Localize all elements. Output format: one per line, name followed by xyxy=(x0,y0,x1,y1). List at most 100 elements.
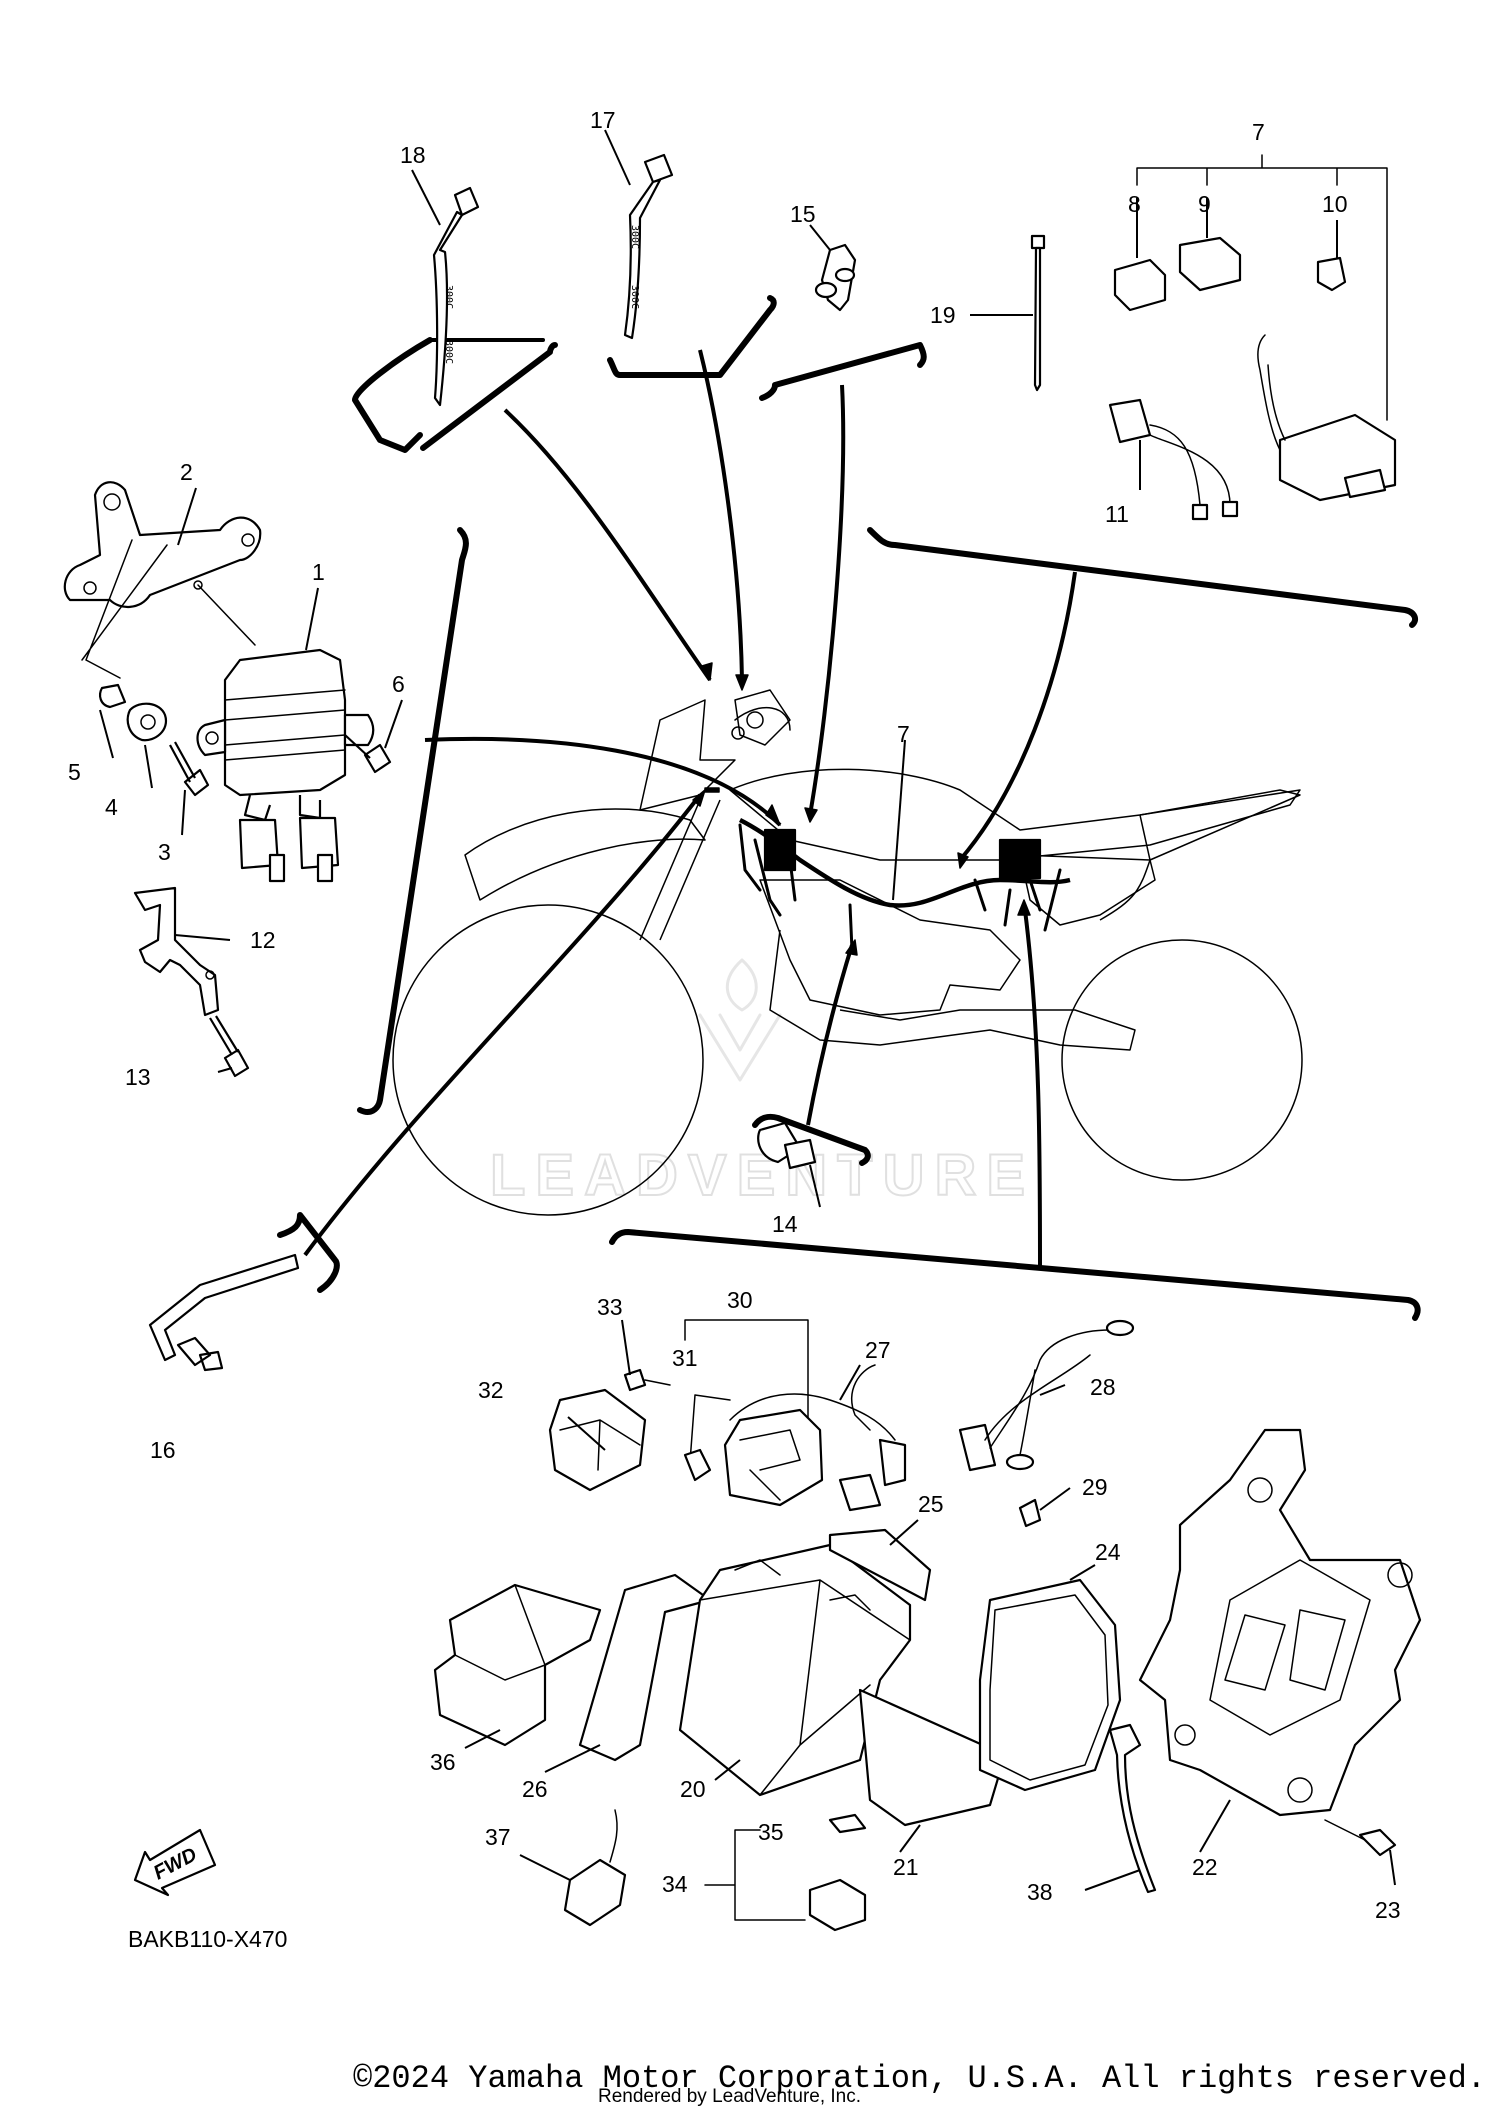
bolt-14 xyxy=(757,1121,817,1170)
bolt-3 xyxy=(169,741,210,797)
bracket-tie18 xyxy=(352,337,433,453)
callout-31: 31 xyxy=(672,1345,698,1371)
callout-7-harness: 7 xyxy=(897,721,910,747)
callout-20: 20 xyxy=(680,1776,706,1802)
sub-harness-11 xyxy=(1108,398,1152,444)
callout-15: 15 xyxy=(790,201,816,227)
sensor-37 xyxy=(563,1858,627,1927)
fuse-31 xyxy=(683,1448,712,1482)
callout-28: 28 xyxy=(1090,1374,1116,1400)
bracket-connector-group7 xyxy=(867,527,1419,628)
callout-27: 27 xyxy=(865,1337,891,1363)
callout-35: 35 xyxy=(758,1819,784,1845)
engine xyxy=(759,879,1021,1016)
cable-tie-18: 300C 300C xyxy=(432,186,480,407)
fuse-10 xyxy=(1316,256,1347,292)
frame-lower xyxy=(769,929,1136,1051)
fuse-box-32 xyxy=(548,1388,647,1492)
fuse-holder-34 xyxy=(808,1878,867,1932)
callout-23: 23 xyxy=(1375,1897,1401,1923)
fork xyxy=(639,799,721,941)
screw-33 xyxy=(623,1368,647,1392)
bolt-13 xyxy=(209,1015,250,1078)
callout-12: 12 xyxy=(250,927,276,953)
callout-4: 4 xyxy=(105,794,118,820)
callout-24: 24 xyxy=(1095,1539,1121,1565)
relay-8 xyxy=(1113,258,1167,312)
number-plate xyxy=(639,699,736,811)
front-wheel xyxy=(392,904,704,1216)
callout-34: 34 xyxy=(662,1871,688,1897)
tie-16 xyxy=(148,1253,300,1372)
callout-29: 29 xyxy=(1082,1474,1108,1500)
band-26 xyxy=(578,1573,712,1762)
callout-6: 6 xyxy=(392,671,405,697)
pointer-lines xyxy=(303,349,1077,1271)
callout-38: 38 xyxy=(1027,1879,1053,1905)
callout-36: 36 xyxy=(430,1749,456,1775)
battery-cable-28 xyxy=(958,1423,997,1472)
bracket-left-rectifier xyxy=(357,527,469,1115)
battery-box-22 xyxy=(1138,1428,1422,1817)
cable-tie-19 xyxy=(1030,234,1046,392)
callout-26: 26 xyxy=(522,1776,548,1802)
rear-fender xyxy=(1099,789,1301,921)
callout-11: 11 xyxy=(1105,501,1129,527)
callout-leaders xyxy=(99,129,1396,1891)
callout-21: 21 xyxy=(893,1854,919,1880)
callout-37: 37 xyxy=(485,1824,511,1850)
starter-relay-30 xyxy=(723,1408,824,1507)
rectifier-1 xyxy=(223,648,347,797)
watermark: LEADVENTURE xyxy=(489,958,1035,1209)
callout-8: 8 xyxy=(1128,191,1141,217)
rectifier-group xyxy=(63,481,392,883)
tie-38 xyxy=(1108,1723,1157,1894)
bracket-tie18-line xyxy=(420,342,558,451)
svg-text:300C: 300C xyxy=(443,340,454,364)
callout-17: 17 xyxy=(590,107,616,133)
fuse-35 xyxy=(828,1813,867,1834)
bracket-tie17 xyxy=(607,295,777,378)
callout-22: 22 xyxy=(1192,1854,1218,1880)
callout-3: 3 xyxy=(158,839,171,865)
svg-text:300C: 300C xyxy=(629,285,640,309)
callout-19: 19 xyxy=(930,302,956,328)
sheet-24 xyxy=(978,1578,1122,1792)
cover-36 xyxy=(433,1583,602,1747)
rear-wheel xyxy=(1061,939,1303,1181)
collar-5 xyxy=(99,683,127,709)
holder-25 xyxy=(828,1528,932,1602)
copyright-notice: ©2024 Yamaha Motor Corporation, U.S.A. A… xyxy=(353,2060,1486,2097)
fuel-tank xyxy=(729,768,1301,861)
bolt-29 xyxy=(1018,1498,1042,1528)
svg-text:300C: 300C xyxy=(629,225,640,249)
rendered-by-notice: Rendered by LeadVenture, Inc. xyxy=(598,2086,862,2107)
callout-18: 18 xyxy=(400,142,426,168)
watermark-text: LEADVENTURE xyxy=(490,1143,1035,1208)
bracket-12 xyxy=(133,886,250,1078)
bracket-battery-group xyxy=(609,1229,1421,1321)
handlebar-mount xyxy=(734,689,791,746)
bracket-2 xyxy=(63,481,262,608)
callout-13: 13 xyxy=(125,1064,151,1090)
side-panel xyxy=(1019,854,1156,926)
bolt-6 xyxy=(344,734,392,774)
bracket-clamp15 xyxy=(759,342,927,401)
battery-group xyxy=(433,1319,1422,1932)
callout-5: 5 xyxy=(68,759,81,785)
drawing-code: BAKB110-X470 xyxy=(128,1926,288,1952)
cable-tie-17: 300C 300C xyxy=(623,153,674,340)
callout-14: 14 xyxy=(772,1211,798,1237)
relay-9 xyxy=(1178,236,1242,292)
relay-group xyxy=(1108,154,1397,521)
callout-32: 32 xyxy=(478,1377,504,1403)
callout-7: 7 xyxy=(1252,119,1265,145)
bolt-23 xyxy=(1358,1828,1397,1857)
callout-30: 30 xyxy=(727,1287,753,1313)
group-brackets xyxy=(277,295,1421,1321)
grommet-4 xyxy=(126,702,168,742)
bracket-tie14 xyxy=(752,1113,871,1166)
callout-25: 25 xyxy=(918,1491,944,1517)
wire-harness-on-bike xyxy=(704,706,1071,952)
